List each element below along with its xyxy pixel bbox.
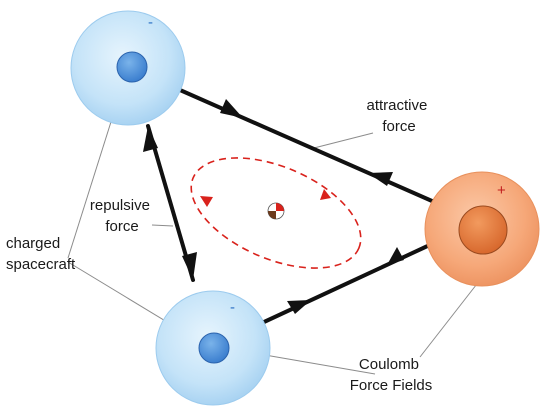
spacecraft-core-right <box>458 205 508 255</box>
arrowhead-attractive-top-out <box>220 99 243 118</box>
label-coulomb-force-fields: Coulomb Force Fields <box>350 356 433 394</box>
arrowhead-attractive-bottom-in <box>387 247 404 265</box>
leader-attractive <box>309 132 374 150</box>
leader-coulomb-bottom <box>264 354 376 375</box>
label-repulsive-force: repulsive force <box>90 197 154 235</box>
spacecraft-core-top-left <box>116 51 148 83</box>
arrowhead-attractive-top-in <box>368 172 393 186</box>
orbit-arrow-left <box>200 196 213 207</box>
center-of-mass-icon <box>267 202 285 220</box>
orbit-arrow-right <box>320 189 331 200</box>
label-charged-spacecraft: charged spacecraft <box>6 235 76 273</box>
repulsive-force-line <box>146 124 195 282</box>
charge-sign-right: + <box>497 182 506 199</box>
orbit-path <box>190 157 362 269</box>
arrowhead-repulsive-top <box>143 126 158 152</box>
leader-repulsive <box>151 224 174 227</box>
positive-charge-right: + <box>424 171 540 287</box>
label-attractive-force: attractive force <box>366 97 431 135</box>
leader-coulomb-right <box>419 279 481 358</box>
charge-sign-top-left: - <box>148 14 153 31</box>
arrowhead-attractive-bottom-out <box>287 300 311 314</box>
negative-charge-top-left: - <box>70 10 186 126</box>
charge-sign-bottom: - <box>230 299 235 316</box>
attractive-force-line-bottom <box>262 241 436 324</box>
negative-charge-bottom: - <box>155 290 271 406</box>
force-arrowheads <box>143 99 404 314</box>
arrowhead-repulsive-bottom <box>182 252 197 280</box>
spacecraft-core-bottom <box>198 332 230 364</box>
